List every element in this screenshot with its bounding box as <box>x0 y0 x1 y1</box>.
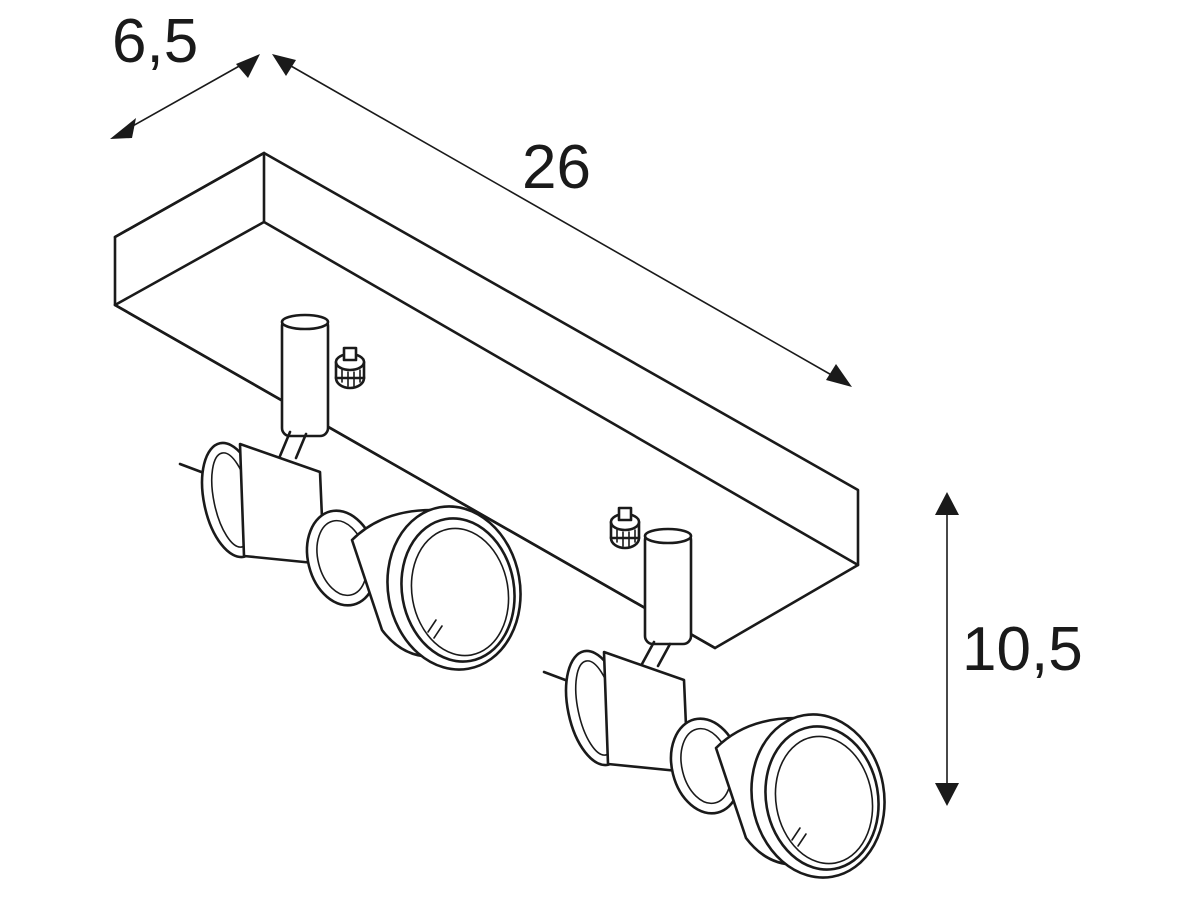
dimension-length: 26 <box>272 54 852 387</box>
spot-light-2 <box>542 527 899 890</box>
base-plate <box>113 151 860 650</box>
dimension-height-label: 10,5 <box>962 615 1083 684</box>
dimension-depth: 6,5 <box>110 7 260 139</box>
dimension-length-label: 26 <box>522 133 591 202</box>
spot-light-1 <box>178 313 535 682</box>
dimension-depth-label: 6,5 <box>112 7 198 76</box>
dimension-height: 10,5 <box>935 492 1083 806</box>
